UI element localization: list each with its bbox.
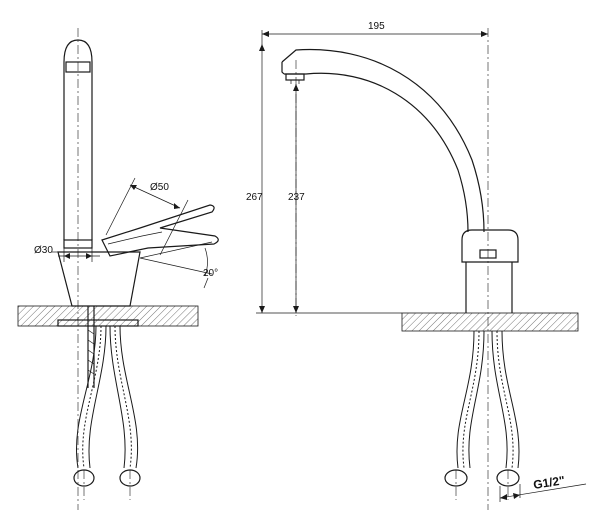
faucet-body — [461, 229, 519, 313]
countertop-right — [401, 312, 579, 332]
thread-label: G1/2" — [532, 473, 566, 492]
handle-diameter-dimension — [105, 177, 189, 256]
spout-tube — [63, 39, 93, 249]
countertop-left — [17, 305, 199, 327]
spout-diameter-label: Ø30 — [34, 245, 53, 256]
braided-hoses-right — [444, 330, 520, 500]
lever-handle — [101, 204, 219, 257]
spout-diameter-dimension — [58, 248, 100, 262]
mounting-hardware-left — [57, 306, 139, 388]
handle-angle-dimension — [139, 241, 213, 289]
thread-dimension — [499, 483, 587, 502]
spout-height-dimension — [293, 84, 299, 313]
front-view: 195 267 237 G1/2" — [246, 21, 587, 510]
side-view: Ø50 Ø30 20° — [17, 28, 219, 510]
total-height-label: 267 — [246, 192, 263, 203]
braided-hoses-left — [73, 325, 141, 500]
body-cone — [57, 251, 141, 307]
spout-height-label: 237 — [288, 192, 305, 203]
reach-dimension — [261, 30, 488, 44]
handle-diameter-label: Ø50 — [150, 182, 169, 193]
reach-label: 195 — [368, 21, 385, 32]
total-height-dimension — [256, 44, 402, 314]
spout-arc — [281, 48, 485, 233]
handle-angle-label: 20° — [203, 268, 218, 279]
